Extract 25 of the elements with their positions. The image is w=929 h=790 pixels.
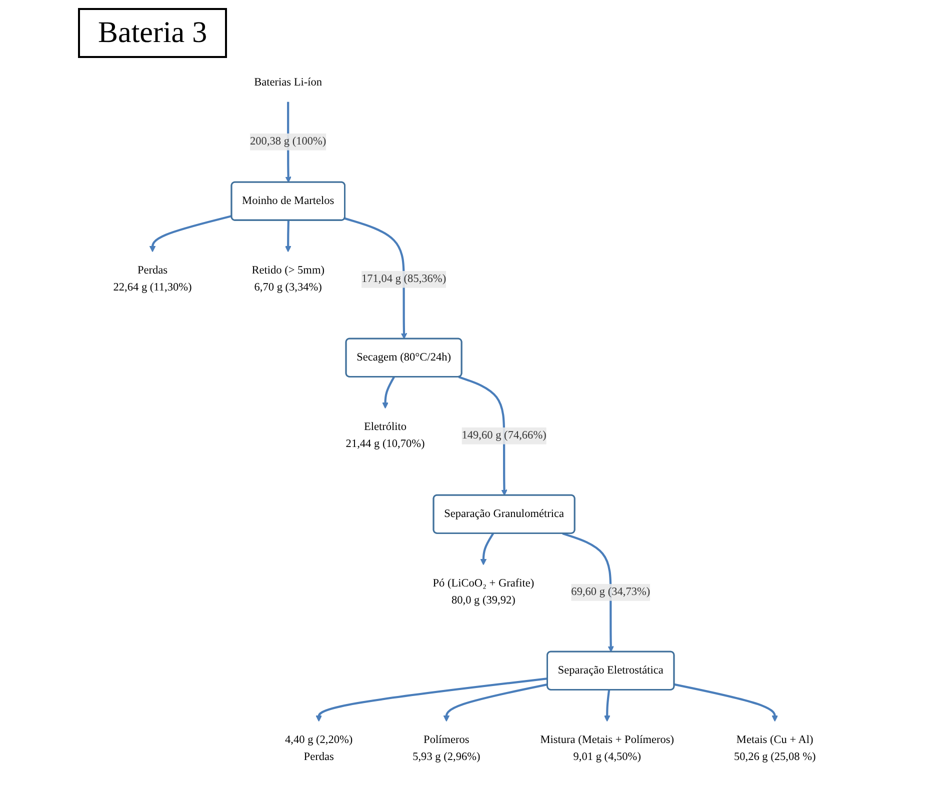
arrow <box>149 215 232 252</box>
edge-label: 200,38 g (100%) <box>250 136 326 148</box>
node-text: Perdas 22,64 g (11,30%) <box>113 264 192 294</box>
arrow <box>316 678 548 722</box>
arrow <box>562 532 614 652</box>
node-text: Mistura (Metais + Polímeros) 9,01 g (4,50%) <box>540 734 674 763</box>
arrow <box>443 683 548 722</box>
arrow <box>458 376 508 496</box>
arrow <box>285 220 292 252</box>
arrow <box>604 690 610 722</box>
arrow <box>480 532 494 566</box>
node-text: Metais (Cu + Al) 50,26 g (25,08 %) <box>734 734 816 763</box>
arrow <box>674 683 778 722</box>
node-text: Eletrólito 21,44 g (10,70%) <box>346 421 425 450</box>
node-text: Polímeros 5,93 g (2,96%) <box>412 734 480 763</box>
edge-label: 171,04 g (85,36%) <box>361 273 446 285</box>
edge-label: 149,60 g (74,66%) <box>462 430 546 442</box>
node-text: Retido (> 5mm) 6,70 g (3,34%) <box>252 264 324 294</box>
arrow <box>344 217 408 340</box>
node-text: 4,40 g (2,20%) Perdas <box>285 734 353 763</box>
node-text: Pó (LiCoO₂ + Grafite) 80,0 g (39,92) <box>432 578 534 606</box>
edge-label: 69,60 g (34,73%) <box>571 586 650 598</box>
title: Bateria 3 <box>78 8 228 58</box>
arrow <box>382 376 395 409</box>
node-text: Baterias Li-íon <box>254 76 322 88</box>
